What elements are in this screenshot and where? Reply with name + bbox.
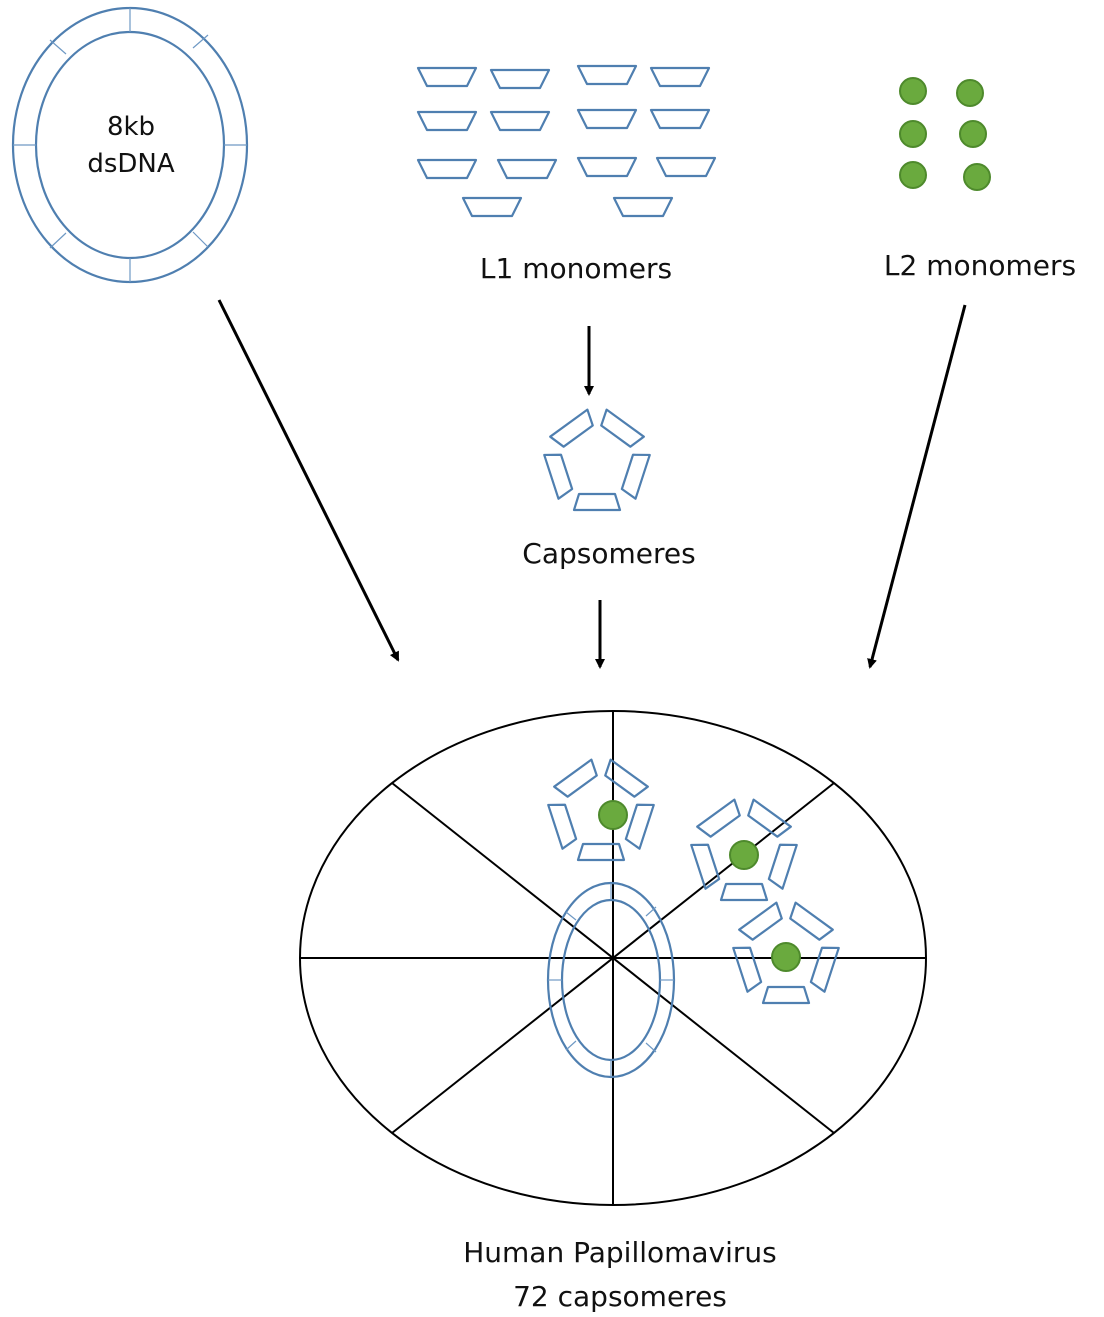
l2-in-capsomere xyxy=(771,942,801,972)
l1-monomer xyxy=(576,108,638,130)
l2-monomer xyxy=(959,120,987,148)
genome-label-type: dsDNA xyxy=(87,149,175,179)
l2-monomer xyxy=(899,161,927,189)
capsomere-label: Capsomeres xyxy=(522,537,695,570)
l1-monomer xyxy=(416,66,478,88)
virus-label-name: Human Papillomavirus xyxy=(463,1236,777,1269)
l2-monomer xyxy=(899,120,927,148)
l2-monomer xyxy=(956,79,984,107)
l2-label: L2 monomers xyxy=(884,249,1076,282)
l1-monomer xyxy=(649,108,711,130)
l2-monomer xyxy=(963,163,991,191)
l1-monomer xyxy=(416,158,478,180)
capsomere-group: Capsomeres xyxy=(522,408,696,570)
l1-monomer xyxy=(496,158,558,180)
l1-monomer xyxy=(649,66,711,88)
virion: Human Papillomavirus 72 capsomeres xyxy=(299,710,927,1313)
capsid-capsomere xyxy=(690,798,798,902)
l2-monomer-group: L2 monomers xyxy=(884,77,1076,282)
assembly-arrows xyxy=(217,299,967,669)
l1-monomer xyxy=(489,68,551,90)
l1-monomer xyxy=(416,110,478,132)
l1-label: L1 monomers xyxy=(480,252,672,285)
dsdna-genome: 8kb dsDNA xyxy=(11,6,249,284)
virion-sector-lines xyxy=(300,711,926,1205)
l1-monomer xyxy=(576,156,638,178)
l1-monomer xyxy=(489,110,551,132)
capsomere-pentamer xyxy=(543,408,651,512)
arrow-l2-to-virus xyxy=(867,304,967,669)
virus-label-count: 72 capsomeres xyxy=(513,1280,727,1313)
l1-monomer xyxy=(461,196,523,218)
capsid-capsomere xyxy=(547,758,655,862)
genome-label-size: 8kb xyxy=(107,112,155,142)
l2-in-capsomere xyxy=(729,840,759,870)
packaged-genome xyxy=(546,881,676,1079)
arrow-genome-to-virus xyxy=(217,299,400,662)
capsid-capsomere xyxy=(732,901,840,1005)
l1-monomer xyxy=(612,196,674,218)
l1-monomer xyxy=(655,156,717,178)
genome-segment-ticks xyxy=(13,8,247,282)
l2-in-capsomere xyxy=(598,800,628,830)
l1-monomer xyxy=(576,64,638,86)
l1-monomer-group: L1 monomers xyxy=(416,64,717,285)
l2-monomer xyxy=(899,77,927,105)
